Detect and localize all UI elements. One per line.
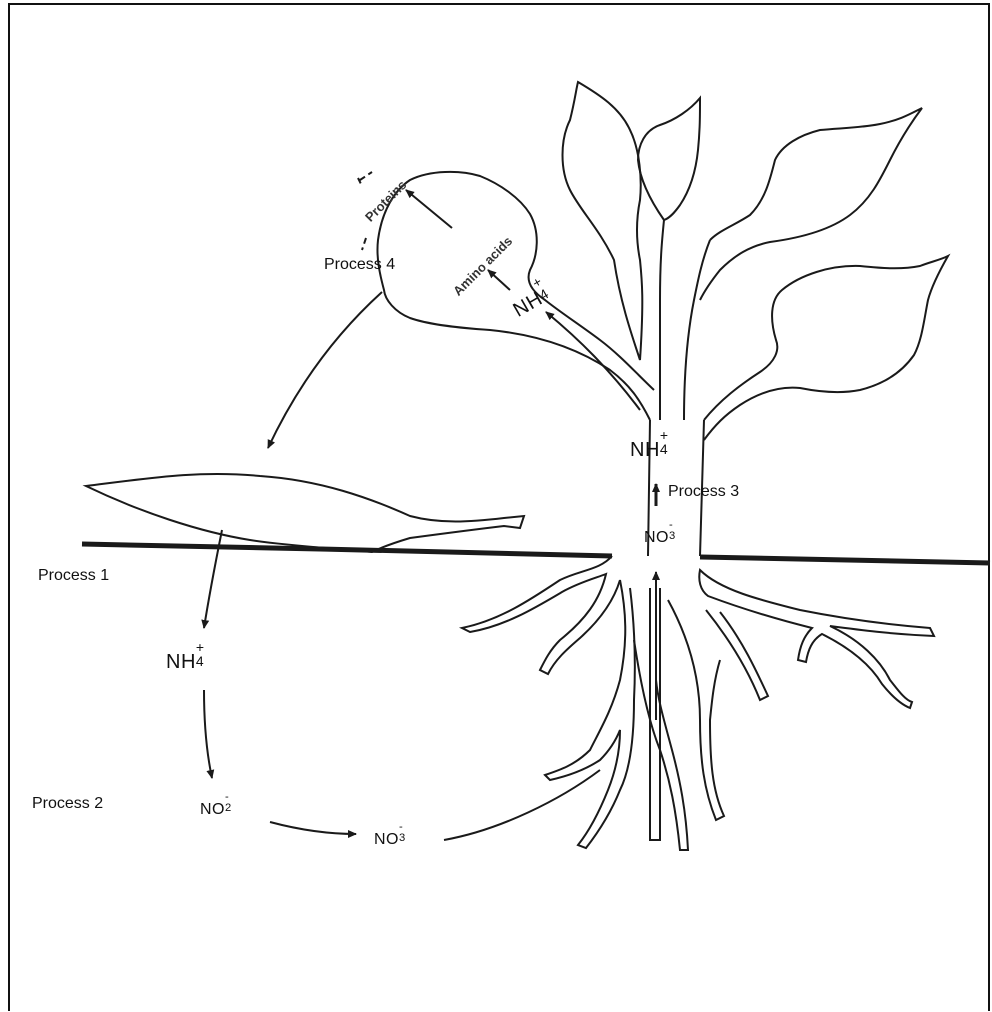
arrow-nitrite-to-nitrate	[270, 822, 356, 834]
cycle-arrows	[204, 190, 656, 840]
label-process-1: Process 1	[38, 568, 109, 584]
roots	[462, 556, 934, 850]
label-process-3: Process 3	[668, 484, 739, 500]
arrow-amino-to-proteins	[406, 190, 452, 228]
chem-nitrate-soil: NO-3	[374, 828, 412, 848]
arrow-ammonium-to-amino	[488, 270, 510, 290]
label-process-4: Process 4	[324, 257, 395, 273]
arrow-leaf-to-litter	[268, 292, 382, 448]
arrow-stem-to-leaf	[546, 312, 640, 410]
chem-nitrite: NO-2	[200, 798, 238, 818]
arrow-nitrate-to-roots	[444, 770, 600, 840]
chem-ammonium-soil: NH+4	[166, 648, 212, 672]
label-process-2: Process 2	[32, 796, 103, 812]
chem-nitrate-root: NO-3	[644, 526, 682, 546]
dead-leaf	[86, 474, 524, 552]
chem-ammonium-stem: NH+4	[630, 436, 676, 460]
arrow-ammonium-to-nitrite	[204, 690, 212, 778]
